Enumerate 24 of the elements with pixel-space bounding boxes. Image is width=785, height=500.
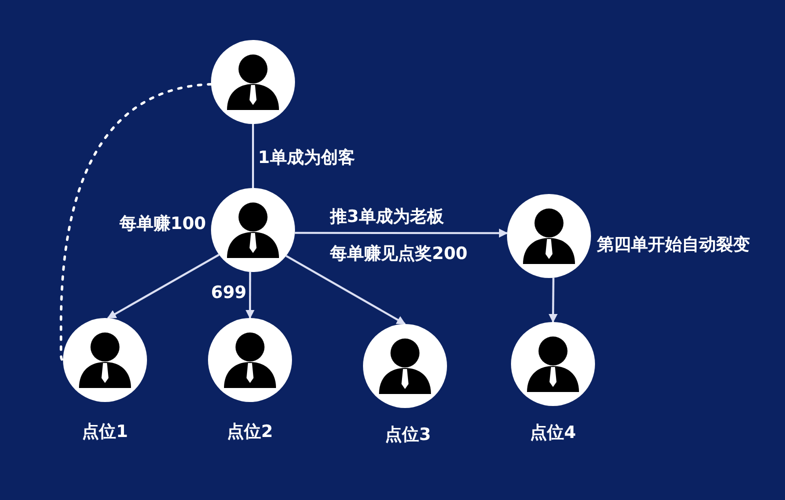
- person-icon: [208, 318, 292, 402]
- person-icon: [507, 194, 591, 278]
- edge-label: 699: [211, 282, 246, 304]
- node-caption: 点位2: [227, 421, 273, 443]
- node-caption: 第四单开始自动裂变: [597, 234, 750, 256]
- arrow: [548, 278, 558, 323]
- connector-line: [252, 124, 254, 188]
- arrow: [294, 228, 508, 238]
- edge-label: 推3单成为老板: [330, 206, 444, 228]
- node-caption: 点位1: [82, 421, 128, 443]
- edge-label: 1单成为创客: [258, 147, 355, 169]
- person-icon: [211, 40, 295, 124]
- arrow: [246, 272, 255, 319]
- person-icon: [511, 322, 595, 406]
- arrow: [286, 255, 406, 325]
- node-caption: 点位3: [385, 424, 431, 446]
- person-icon: [363, 324, 447, 408]
- node-caption: 点位4: [530, 422, 576, 444]
- annotation-text: 每单赚见点奖200: [330, 243, 468, 265]
- person-icon: [211, 188, 295, 272]
- arrow: [107, 254, 220, 319]
- dotted-connector: [60, 82, 212, 362]
- node-caption: 每单赚100: [120, 213, 206, 235]
- person-icon: [63, 318, 147, 402]
